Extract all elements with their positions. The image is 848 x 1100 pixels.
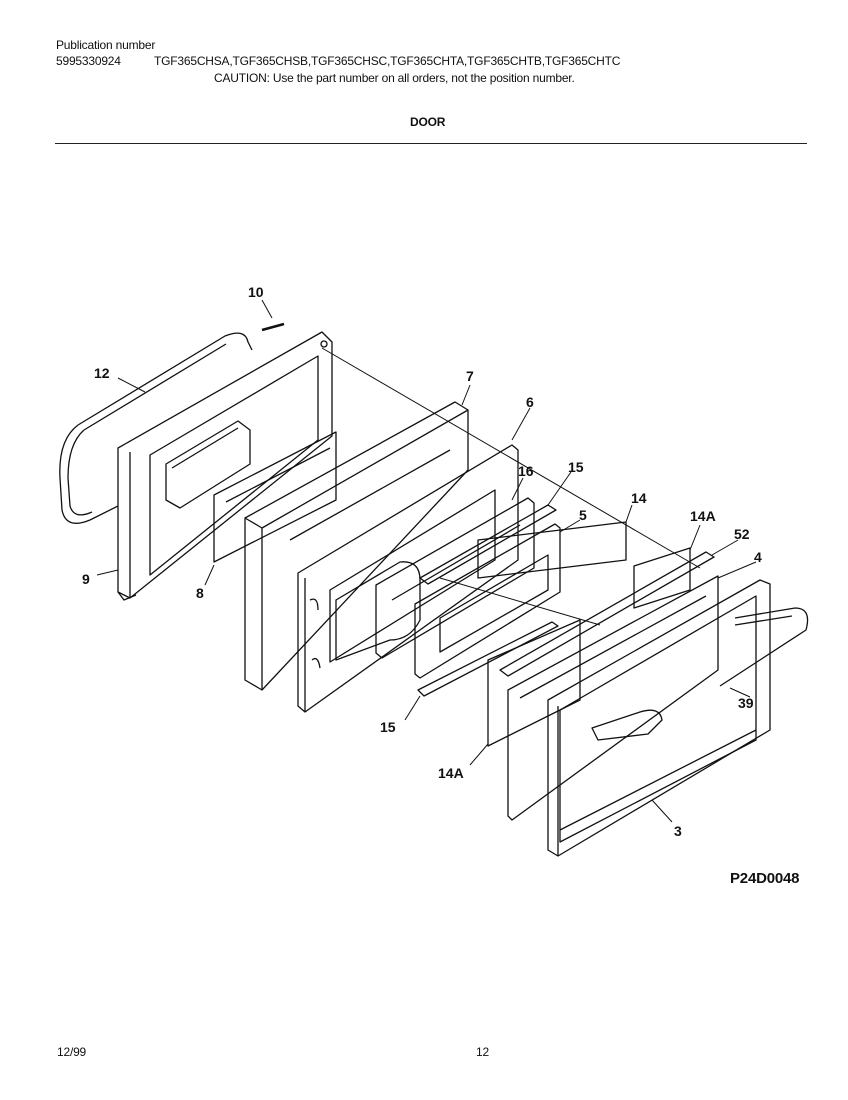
door-frame-part [297, 444, 519, 713]
insulation-14-part [477, 521, 627, 579]
glass-16-part [375, 497, 535, 659]
callout-10: 10 [248, 284, 264, 300]
glass-4-part [507, 575, 719, 821]
callout-6: 6 [526, 394, 534, 410]
callout-15-lower: 15 [380, 719, 396, 735]
alignment-line-top [321, 347, 701, 569]
model-list: TGF365CHSA,TGF365CHSB,TGF365CHSC,TGF365C… [154, 54, 621, 68]
sheet-14a-part [487, 547, 691, 747]
callout-16: 16 [518, 463, 534, 479]
handle-part [719, 607, 809, 687]
callout-9: 9 [82, 571, 90, 587]
callout-52: 52 [734, 526, 750, 542]
leader-lines [96, 299, 757, 823]
insulation-part [244, 401, 469, 691]
channel-52-part [499, 551, 715, 677]
callout-3: 3 [674, 823, 682, 839]
callout-labels: 10 12 9 8 7 6 16 15 5 14 14A 52 4 39 15 … [82, 284, 762, 839]
drawing-id: P24D0048 [730, 870, 800, 887]
bracket-15-upper-part [419, 504, 557, 585]
outer-door-part [547, 579, 771, 857]
publication-number: 5995330924 [56, 54, 121, 68]
caution-note: CAUTION: Use the part number on all orde… [214, 71, 575, 85]
page-number: 12 [476, 1045, 489, 1059]
revision-date: 12/99 [57, 1045, 87, 1059]
publication-label: Publication number [56, 38, 156, 52]
diagram-lines [59, 299, 809, 857]
callout-39: 39 [738, 695, 754, 711]
callout-4: 4 [754, 549, 762, 565]
gasket-part [59, 332, 253, 524]
callout-12: 12 [94, 365, 110, 381]
header-divider [55, 143, 807, 144]
section-title: DOOR [410, 115, 446, 129]
callout-7: 7 [466, 368, 474, 384]
callout-14a-lower: 14A [438, 765, 464, 781]
callout-14: 14 [631, 490, 647, 506]
bracket-15-lower-part [417, 621, 559, 697]
callout-8: 8 [196, 585, 204, 601]
callout-15-upper: 15 [568, 459, 584, 475]
callout-5: 5 [579, 507, 587, 523]
alignment-line-mid [439, 577, 601, 626]
callout-14a-upper: 14A [690, 508, 716, 524]
inner-door-panel-part [117, 322, 333, 601]
glass-8-part [213, 431, 337, 563]
glass-5-part [414, 523, 561, 679]
